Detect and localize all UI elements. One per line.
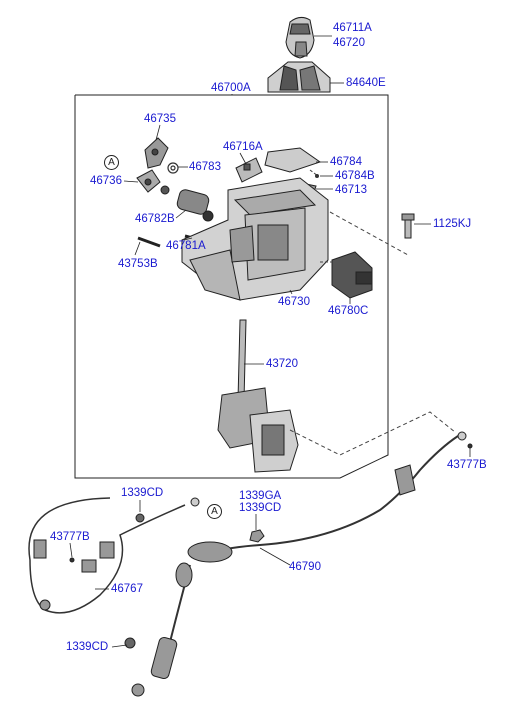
label-46780C: 46780C <box>328 305 369 317</box>
label-1339GA: 1339GA <box>239 490 282 502</box>
label-1125KJ: 1125KJ <box>433 218 472 230</box>
clip-46784B-drawing <box>315 174 319 178</box>
label-46790: 46790 <box>289 561 321 573</box>
solenoid-46782B-drawing <box>160 185 214 222</box>
gate-plate-46716A-drawing <box>235 157 263 183</box>
label-43753B: 43753B <box>118 258 158 270</box>
label-46735: 46735 <box>144 113 176 125</box>
shift-boot-drawing <box>267 61 331 93</box>
harness-46767-drawing <box>28 497 186 614</box>
label-46736: 46736 <box>90 175 122 187</box>
label-1339CD-top: 1339CD <box>121 487 164 499</box>
sensor-46780C-drawing <box>331 251 373 299</box>
cable-46790-drawing <box>204 435 459 556</box>
cable-lower-fittings <box>124 562 193 697</box>
label-knob-46711A: 46711A <box>333 22 372 34</box>
label-46730: 46730 <box>278 296 310 308</box>
label-46713: 46713 <box>335 184 367 196</box>
harness-46767-fittings <box>33 497 200 611</box>
cover-46784-drawing <box>264 147 322 173</box>
label-43720: 43720 <box>266 358 298 370</box>
cable-46790-fittings <box>187 431 473 563</box>
shift-body-46730-drawing <box>181 177 329 301</box>
assembly-frame <box>74 94 389 479</box>
dash-cable-route <box>289 411 456 456</box>
label-43777B-left: 43777B <box>50 531 90 543</box>
label-1339CD-mid: 1339CD <box>239 502 282 514</box>
label-boot-84640E: 84640E <box>346 77 386 89</box>
callout-a-upper: A <box>104 155 119 170</box>
dash-bolt <box>329 211 409 256</box>
label-46782B: 46782B <box>135 213 175 225</box>
bracket-46735-drawing <box>144 137 169 169</box>
label-1339CD-bottom: 1339CD <box>66 641 109 653</box>
lever-43720-drawing <box>217 319 299 473</box>
label-46783: 46783 <box>189 161 221 173</box>
lever-46736-drawing <box>136 169 161 193</box>
callout-a-lower: A <box>207 504 222 519</box>
spring-46783-drawing <box>167 162 179 174</box>
label-knob-46720: 46720 <box>333 37 365 49</box>
label-46716A: 46716A <box>223 141 263 153</box>
label-46784B: 46784B <box>335 170 375 182</box>
label-43777B-right: 43777B <box>447 459 487 471</box>
label-46781A: 46781A <box>166 240 206 252</box>
dash-46784-46784B <box>309 169 319 177</box>
label-46784: 46784 <box>330 156 362 168</box>
bolt-1125KJ-drawing <box>401 213 415 239</box>
shift-knob-drawing <box>285 16 315 59</box>
label-assembly-46700A: 46700A <box>211 82 251 94</box>
label-46767: 46767 <box>111 583 143 595</box>
nut-1339CD-mid-drawing <box>249 529 265 543</box>
pin-43753B-drawing <box>137 236 161 248</box>
